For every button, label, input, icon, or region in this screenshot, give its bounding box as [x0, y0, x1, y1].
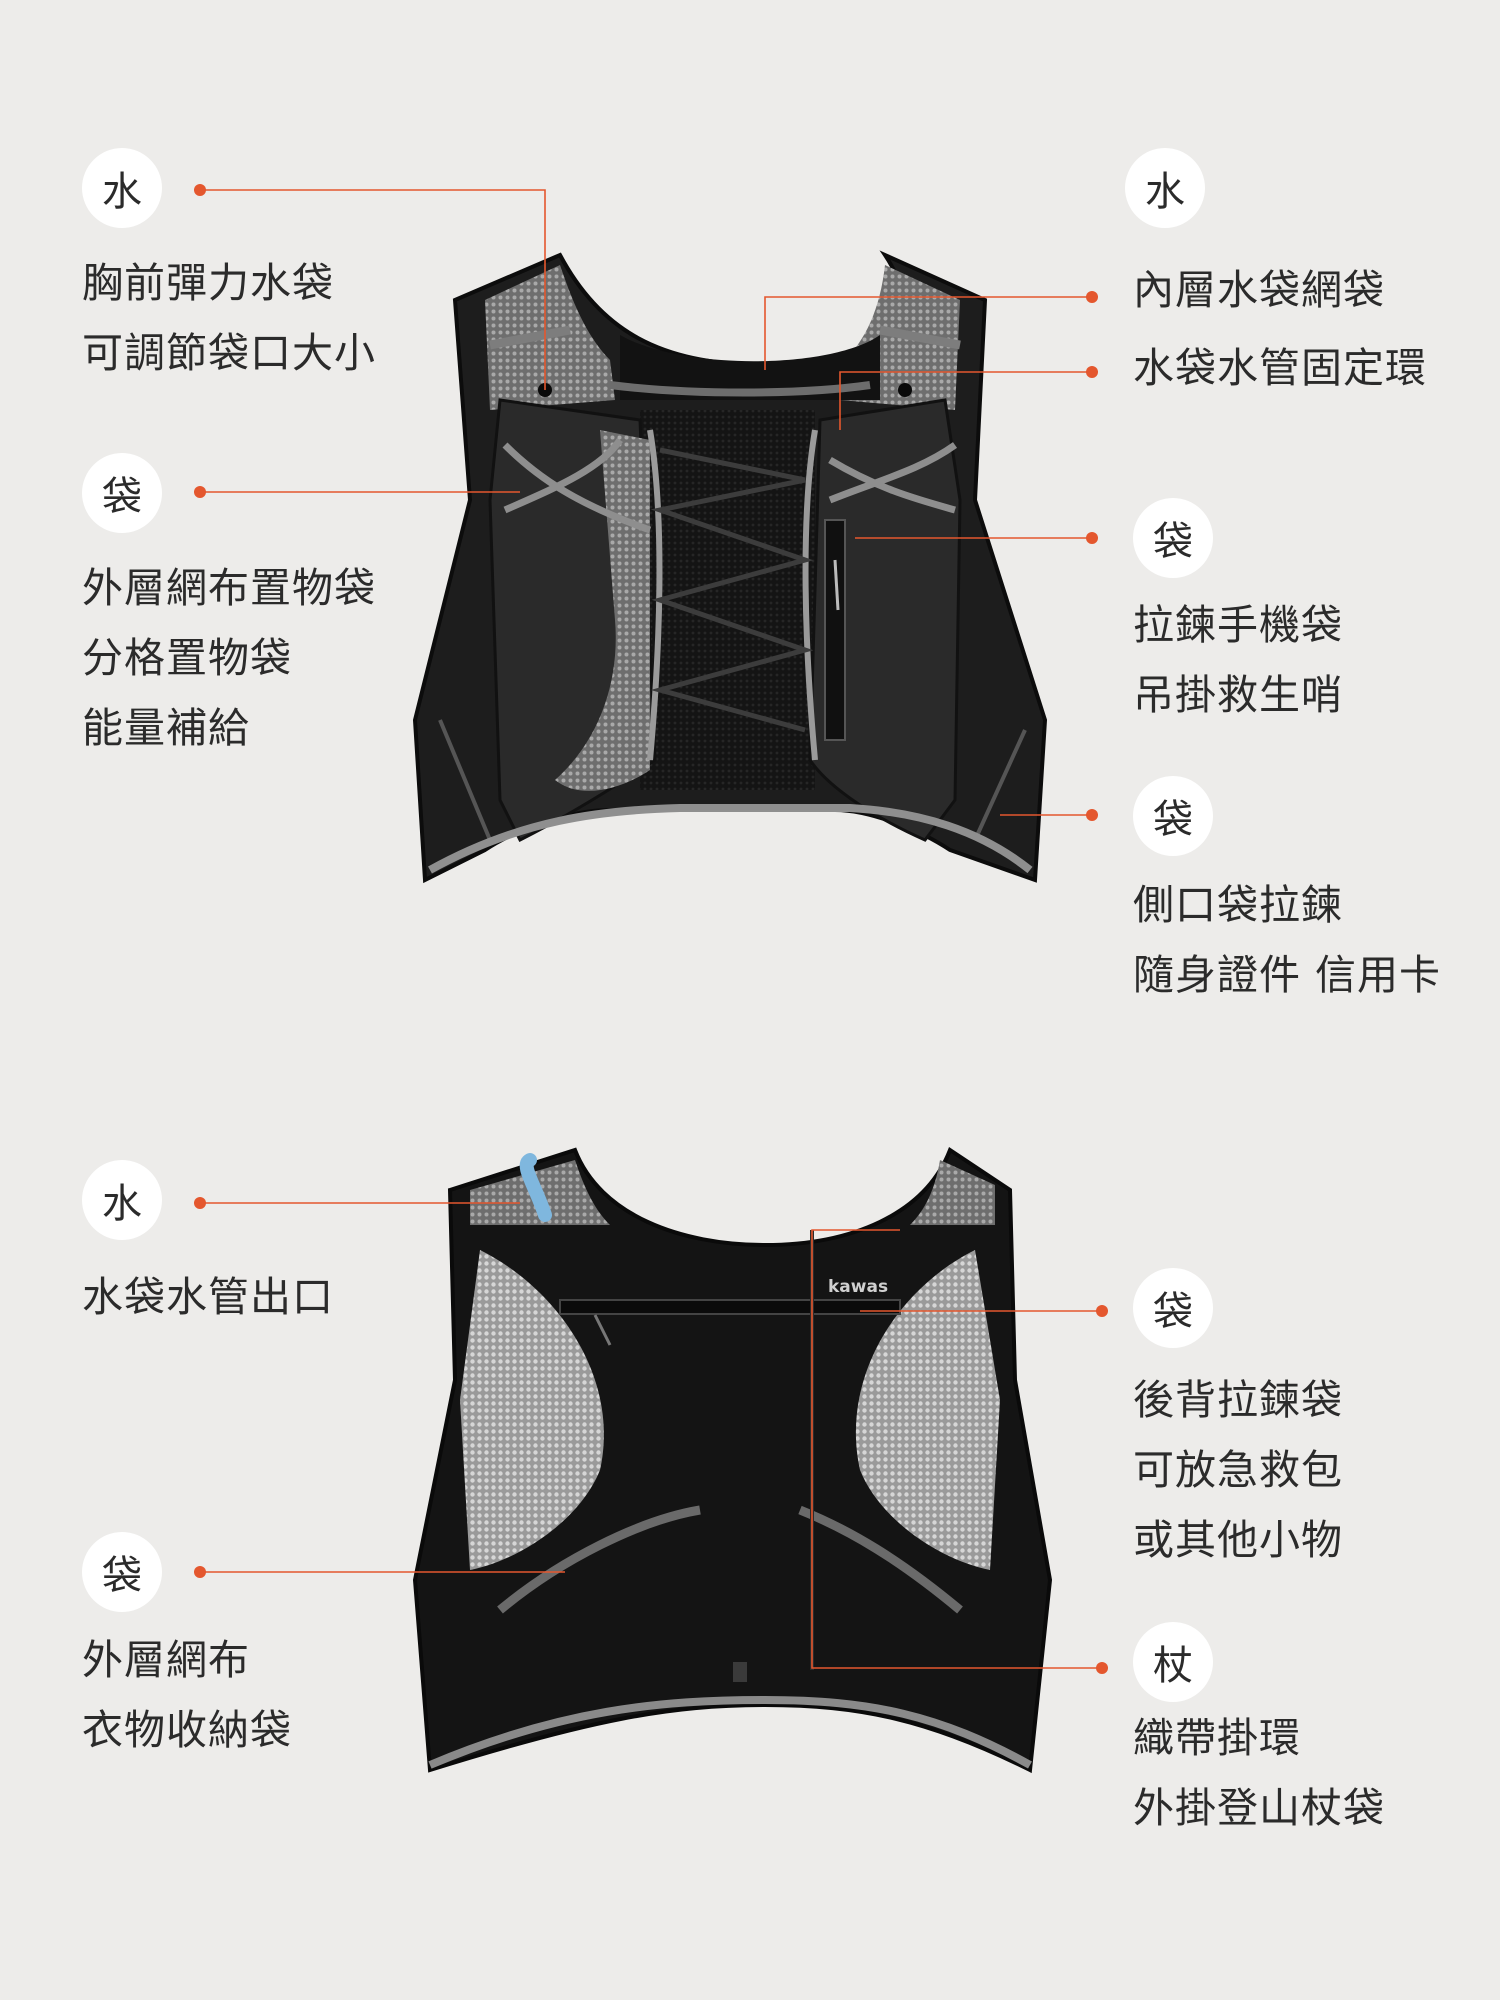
callout-line: 側口袋拉鍊	[1133, 881, 1343, 929]
leader-pole-loop	[811, 1229, 1100, 1669]
callout-line: 外掛登山杖袋	[1133, 1784, 1385, 1832]
callout-line: 胸前彈力水袋	[82, 259, 334, 307]
callout-clothes-mesh: 外層網布 衣物收納袋	[82, 1625, 292, 1765]
pocket-icon: 袋	[82, 1532, 162, 1612]
back-leader-dots	[194, 1197, 1108, 1674]
pole-icon: 杖	[1133, 1622, 1213, 1702]
leader-hose-ring	[839, 371, 1090, 430]
front-leader-dots	[194, 184, 1098, 821]
brand-logo: kawas	[828, 1277, 888, 1297]
callout-pole-loop: 織帶掛環 外掛登山杖袋	[1133, 1703, 1385, 1843]
callout-line: 可放急救包	[1133, 1446, 1343, 1494]
callout-line: 水袋水管固定環	[1133, 344, 1427, 392]
pocket-icon: 袋	[1133, 776, 1213, 856]
callout-line: 水袋水管出口	[82, 1273, 334, 1321]
callout-chest-bottle: 胸前彈力水袋 可調節袋口大小	[82, 248, 376, 388]
front-leader-lines	[200, 189, 1090, 816]
back-leader-lines	[200, 1202, 1100, 1669]
leader-chest-bottle	[200, 189, 546, 390]
callout-outer-mesh: 外層網布置物袋 分格置物袋 能量補給	[82, 553, 376, 763]
callout-line: 拉鍊手機袋	[1133, 601, 1343, 649]
callout-line: 內層水袋網袋	[1133, 266, 1385, 314]
callout-line: 隨身證件 信用卡	[1133, 951, 1442, 999]
pocket-icon: 袋	[1133, 498, 1213, 578]
pocket-icon: 袋	[1133, 1268, 1213, 1348]
callout-line: 能量補給	[82, 704, 250, 752]
leader-inner-bladder	[764, 296, 1090, 370]
back-vest-illustration	[412, 1146, 1053, 1774]
callout-line: 織帶掛環	[1133, 1714, 1301, 1762]
callout-line: 分格置物袋	[82, 634, 292, 682]
callout-inner-bladder: 內層水袋網袋	[1133, 255, 1385, 325]
callout-line: 可調節袋口大小	[82, 329, 376, 377]
water-icon: 水	[1125, 148, 1205, 228]
callout-phone-zip: 拉鍊手機袋 吊掛救生哨	[1133, 590, 1343, 730]
callout-line: 外層網布置物袋	[82, 564, 376, 612]
front-vest-illustration	[412, 250, 1048, 884]
water-icon: 水	[82, 1160, 162, 1240]
callout-line: 外層網布	[82, 1636, 250, 1684]
callout-line: 衣物收納袋	[82, 1706, 292, 1754]
callout-line: 吊掛救生哨	[1133, 671, 1343, 719]
callout-hose-outlet: 水袋水管出口	[82, 1262, 334, 1332]
callout-hose-ring: 水袋水管固定環	[1133, 333, 1427, 403]
callout-back-zip: 後背拉鍊袋 可放急救包 或其他小物	[1133, 1365, 1343, 1575]
pocket-icon: 袋	[82, 453, 162, 533]
water-icon: 水	[82, 148, 162, 228]
callout-line: 後背拉鍊袋	[1133, 1376, 1343, 1424]
callout-side-zip: 側口袋拉鍊 隨身證件 信用卡	[1133, 870, 1441, 1010]
callout-line: 或其他小物	[1133, 1516, 1343, 1564]
